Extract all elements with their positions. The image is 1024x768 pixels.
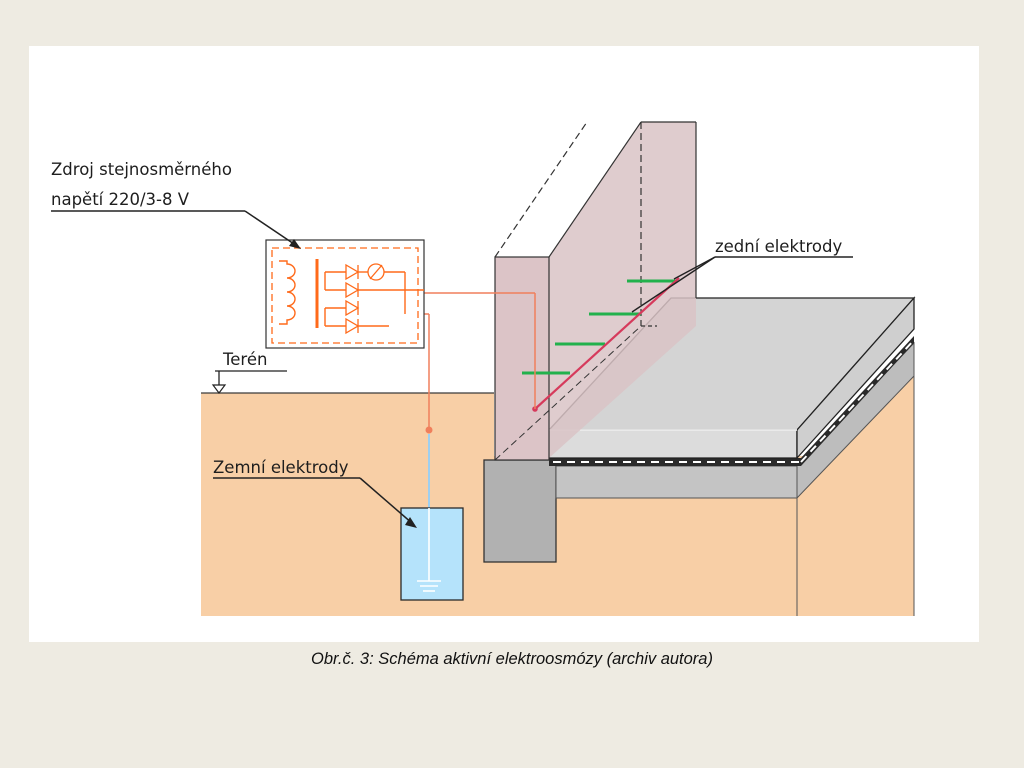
ground-electrodes-label: Zemní elektrody <box>213 458 349 477</box>
electroosmosis-diagram: Zdroj stejnosměrného napětí 220/3-8 V Te… <box>51 121 916 616</box>
wall-electrodes-label: zední elektrody <box>715 237 842 256</box>
wall <box>494 121 697 461</box>
figure-caption: Obr.č. 3: Schéma aktivní elektroosmózy (… <box>311 650 713 668</box>
terrain-label: Terén <box>222 350 267 369</box>
floor-slab <box>547 296 916 500</box>
wiring <box>405 292 536 511</box>
source-label-line1: Zdroj stejnosměrného <box>51 160 232 179</box>
source-label-line2: napětí 220/3-8 V <box>51 190 190 209</box>
figure-panel: Zdroj stejnosměrného napětí 220/3-8 V Te… <box>29 46 979 642</box>
ground-electrode-tank <box>400 507 464 601</box>
wall-electrodes <box>522 277 680 412</box>
leader-lines <box>51 210 853 528</box>
foundation <box>483 459 557 563</box>
power-source-box <box>265 239 425 349</box>
